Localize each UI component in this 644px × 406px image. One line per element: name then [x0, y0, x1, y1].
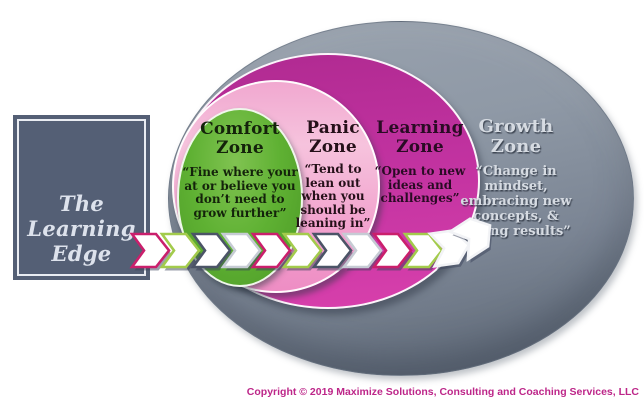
learning-zone-label: Learning Zone “Open to new ideas and cha… — [372, 119, 468, 206]
panic-zone-label: Panic Zone “Tend to lean out when you sh… — [295, 119, 371, 231]
comfort-zone-title: Comfort Zone — [200, 119, 280, 158]
learning-edge-title-line-2: Learning — [27, 216, 136, 241]
copyright-text: Copyright © 2019 Maximize Solutions, Con… — [246, 386, 639, 398]
learning-edge-title-line-1: The — [58, 191, 105, 216]
growth-zone-title: Growth Zone — [478, 116, 554, 157]
growth-zone-quote: “Change in mindset, embracing new concep… — [460, 164, 572, 239]
learning-edge-box-border — [17, 119, 146, 276]
comfort-zone-quote: “Fine where your at or believe you don’t… — [182, 165, 298, 220]
learning-edge-box: The Learning Edge — [13, 115, 150, 280]
panic-zone-quote: “Tend to lean out when you should be lea… — [295, 162, 371, 230]
learning-zone-title: Learning Zone — [376, 118, 464, 157]
panic-zone-title: Panic Zone — [306, 118, 360, 157]
comfort-zone-label: Comfort Zone “Fine where your at or beli… — [179, 120, 301, 220]
learning-edge-title-line-3: Edge — [51, 241, 112, 266]
learning-edge-title: The Learning Edge — [13, 191, 150, 266]
growth-zone-label: Growth Zone “Change in mindset, embracin… — [460, 116, 572, 240]
learning-zone-quote: “Open to new ideas and challenges” — [374, 164, 466, 205]
